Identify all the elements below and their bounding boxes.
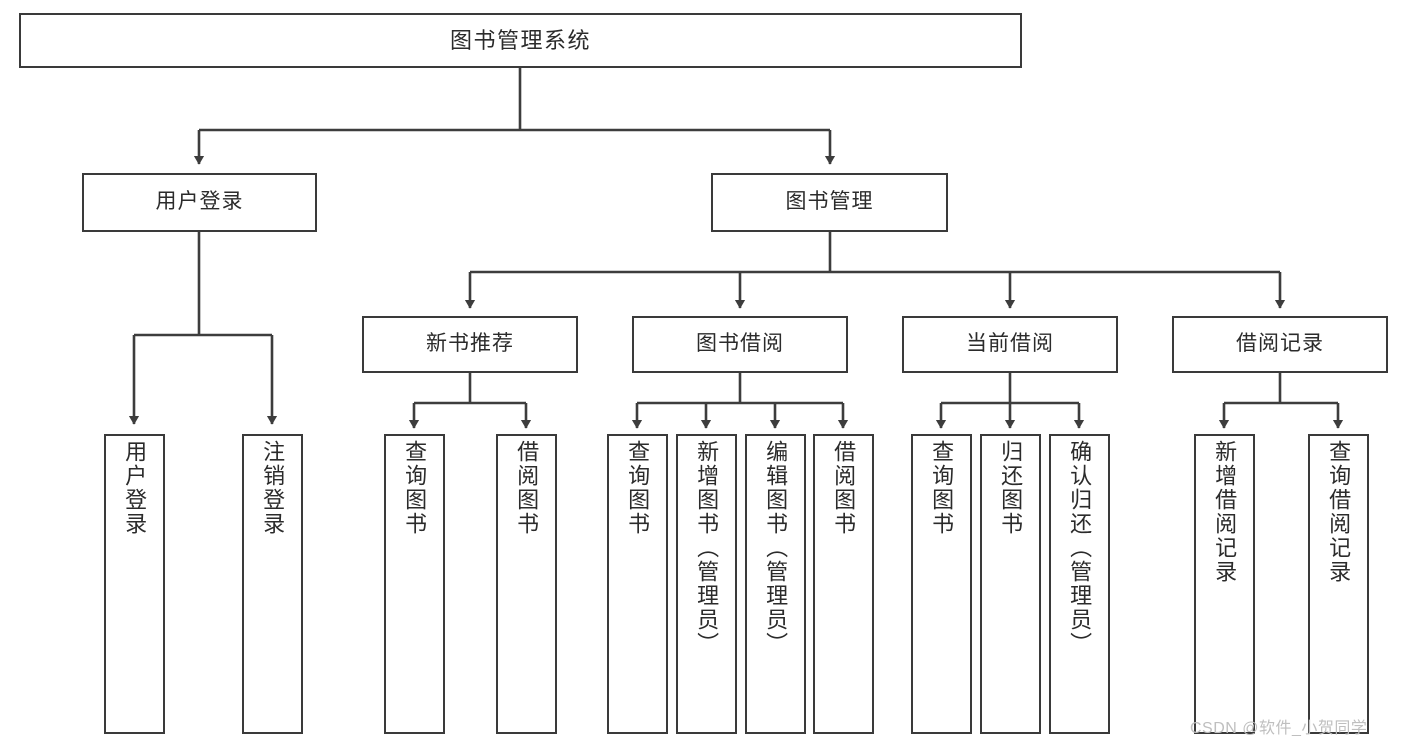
- leaf-query-borrow-record[interactable]: 查询借阅记录: [1308, 434, 1369, 734]
- leaf-user-login[interactable]: 用户登录: [104, 434, 165, 734]
- node-borrow-record[interactable]: 借阅记录: [1172, 316, 1388, 373]
- leaf-query-book-current[interactable]: 查询图书: [911, 434, 972, 734]
- node-label: 归还图书: [998, 440, 1024, 536]
- leaf-borrow-book[interactable]: 借阅图书: [813, 434, 874, 734]
- node-label: 查询图书: [929, 440, 955, 536]
- node-label: 查询图书: [402, 440, 428, 536]
- leaf-borrow-book-new[interactable]: 借阅图书: [496, 434, 557, 734]
- leaf-return-book[interactable]: 归还图书: [980, 434, 1041, 734]
- node-label: 用户登录: [155, 190, 244, 214]
- node-label: 新书推荐: [426, 332, 514, 356]
- node-book-manage[interactable]: 图书管理: [711, 173, 948, 232]
- leaf-edit-book-admin[interactable]: 编辑图书（管理员）: [745, 434, 806, 734]
- node-label: 编辑图书（管理员）: [763, 440, 789, 656]
- leaf-query-book[interactable]: 查询图书: [607, 434, 668, 734]
- node-label: 新增图书（管理员）: [694, 440, 720, 656]
- leaf-confirm-return-admin[interactable]: 确认归还（管理员）: [1049, 434, 1110, 734]
- node-book-borrow[interactable]: 图书借阅: [632, 316, 848, 373]
- node-label: 借阅图书: [514, 440, 540, 536]
- leaf-logout-login[interactable]: 注销登录: [242, 434, 303, 734]
- node-current-borrow[interactable]: 当前借阅: [902, 316, 1118, 373]
- node-label: 注销登录: [260, 440, 286, 536]
- node-label: 借阅记录: [1236, 332, 1324, 356]
- node-label: 用户登录: [122, 440, 148, 536]
- node-label: 图书借阅: [696, 332, 784, 356]
- node-label: 查询图书: [625, 440, 651, 536]
- node-label: 确认归还（管理员）: [1067, 440, 1093, 656]
- leaf-add-borrow-record[interactable]: 新增借阅记录: [1194, 434, 1255, 734]
- node-label: 图书管理系统: [449, 27, 591, 53]
- node-label: 图书管理: [785, 190, 874, 214]
- leaf-add-book-admin[interactable]: 新增图书（管理员）: [676, 434, 737, 734]
- node-root-system[interactable]: 图书管理系统: [19, 13, 1022, 68]
- node-label: 查询借阅记录: [1326, 440, 1352, 584]
- node-label: 新增借阅记录: [1212, 440, 1238, 584]
- leaf-query-book-new[interactable]: 查询图书: [384, 434, 445, 734]
- node-new-book-recommend[interactable]: 新书推荐: [362, 316, 578, 373]
- node-label: 当前借阅: [966, 332, 1054, 356]
- node-label: 借阅图书: [831, 440, 857, 536]
- node-user-login[interactable]: 用户登录: [82, 173, 317, 232]
